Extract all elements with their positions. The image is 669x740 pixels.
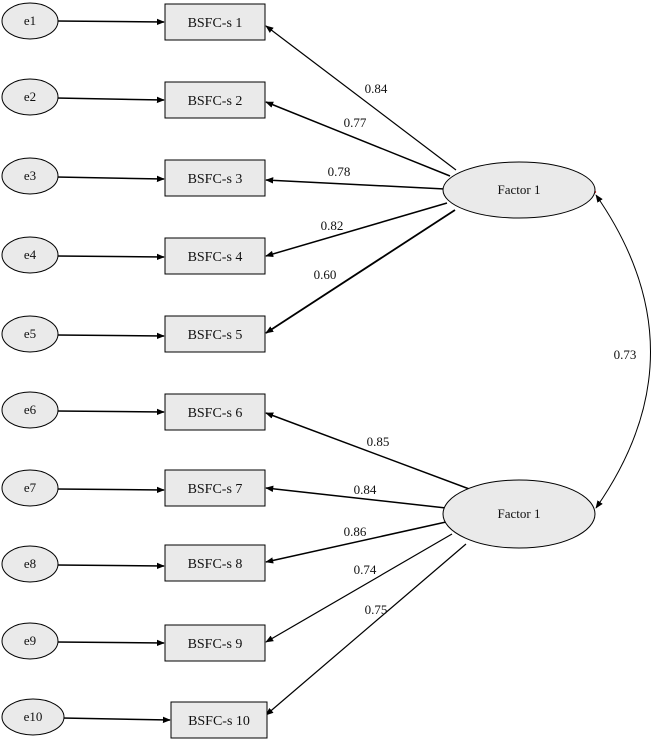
factor-node-2: Factor 1 [442,479,596,549]
indicator-node-10: BSFC-s 10 [170,701,268,739]
correlation-label: 0.73 [614,347,637,362]
error-node-5: e5 [1,315,59,353]
error-arrow-9 [55,639,165,647]
error-arrow-2 [55,96,165,104]
indicator-node-5: BSFC-s 5 [164,315,266,353]
error-label-5: e5 [24,326,36,341]
factor-label-2: Factor 1 [498,506,541,521]
error-label-7: e7 [24,480,37,495]
loading-arrow-6 [265,412,481,494]
loading-label-5: 0.60 [314,267,337,282]
indicator-label-10: BSFC-s 10 [188,714,250,729]
loading-label-6: 0.85 [367,434,390,449]
loading-label-10: 0.75 [365,602,388,617]
error-node-8: e8 [1,545,59,583]
error-label-8: e8 [24,556,36,571]
error-label-2: e2 [24,89,36,104]
error-arrow-1 [55,18,165,26]
loading-arrow-9 [265,533,453,643]
indicator-node-8: BSFC-s 8 [164,544,266,582]
indicator-node-4: BSFC-s 4 [164,237,266,275]
loading-label-8: 0.86 [344,524,367,539]
indicator-node-9: BSFC-s 9 [164,624,266,662]
error-label-1: e1 [24,13,36,28]
loading-arrow-7 [265,485,447,509]
error-arrow-7 [55,486,165,494]
loading-arrow-10 [265,543,467,716]
error-arrow-6 [55,408,165,416]
indicator-label-1: BSFC-s 1 [188,16,243,31]
loading-arrow-5 [265,209,456,334]
loading-label-7: 0.84 [354,482,377,497]
indicator-node-6: BSFC-s 6 [164,393,266,431]
loading-label-9: 0.74 [354,562,377,577]
loading-arrow-3 [265,177,446,190]
loading-label-1: 0.84 [365,81,388,96]
error-label-9: e9 [24,633,36,648]
error-node-2: e2 [1,78,59,116]
loading-label-4: 0.82 [321,218,344,233]
error-node-10: e10 [1,698,65,736]
error-label-3: e3 [24,168,36,183]
indicator-label-3: BSFC-s 3 [188,172,243,187]
error-node-1: e1 [1,2,59,40]
loading-coefficients: 0.84 0.77 0.78 0.82 0.60 0.85 0.84 0.86 … [314,81,390,617]
error-arrow-4 [55,253,165,261]
error-arrow-5 [55,332,165,340]
indicator-label-2: BSFC-s 2 [188,94,243,109]
factor-correlation-arc [595,194,651,509]
loading-arrow-4 [265,202,448,258]
loading-arrow-8 [265,521,447,564]
error-arrow-10 [61,716,171,724]
indicator-label-4: BSFC-s 4 [188,250,243,265]
loading-arrow-2 [265,101,451,177]
indicator-label-6: BSFC-s 6 [188,406,243,421]
error-arrow-8 [55,562,165,570]
indicator-label-5: BSFC-s 5 [188,328,243,343]
indicator-node-7: BSFC-s 7 [164,469,266,507]
indicator-label-9: BSFC-s 9 [188,637,243,652]
loading-label-3: 0.78 [328,164,351,179]
loading-label-2: 0.77 [344,115,367,130]
indicator-node-3: BSFC-s 3 [164,159,266,197]
loading-arrow-1 [265,25,457,171]
factor-node-1: Factor 1 [442,161,596,219]
error-arrows [55,18,171,724]
loading-arrows [265,25,481,716]
error-node-4: e4 [1,236,59,274]
error-label-4: e4 [24,247,37,262]
error-node-3: e3 [1,157,59,195]
factor-label-1: Factor 1 [498,182,541,197]
indicator-label-7: BSFC-s 7 [188,482,243,497]
error-arrow-3 [55,175,165,183]
indicator-node-1: BSFC-s 1 [164,3,266,41]
indicator-node-2: BSFC-s 2 [164,81,266,119]
indicator-label-8: BSFC-s 8 [188,557,243,572]
error-terms: e1 e2 e3 e4 e5 e6 e7 e8 [1,2,65,736]
error-node-7: e7 [1,469,59,507]
error-label-10: e10 [24,709,43,724]
error-label-6: e6 [24,402,37,417]
indicators: BSFC-s 1 BSFC-s 2 BSFC-s 3 BSFC-s 4 BSFC… [164,3,268,739]
error-node-9: e9 [1,622,59,660]
error-node-6: e6 [1,391,59,429]
